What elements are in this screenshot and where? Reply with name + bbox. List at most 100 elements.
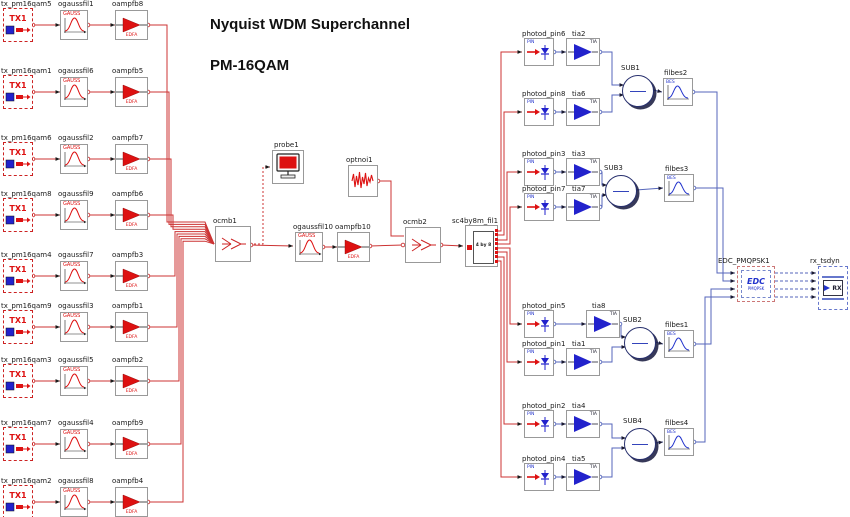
noise-source-block[interactable] bbox=[348, 165, 378, 197]
splitter-block[interactable]: 4 by 8 bbox=[465, 225, 498, 267]
amp-block[interactable]: EDFA bbox=[115, 200, 148, 230]
amp-block[interactable]: EDFA bbox=[337, 232, 370, 262]
amp-block[interactable]: EDFA bbox=[115, 144, 148, 174]
edc-block[interactable]: EDC PMQPSK bbox=[737, 266, 775, 302]
gauss-filter-block[interactable]: GAUSS bbox=[60, 77, 88, 107]
tia-block[interactable]: TIA bbox=[566, 193, 600, 221]
gauss-filter-block[interactable]: GAUSS bbox=[295, 232, 323, 262]
tx-text: TX1 bbox=[9, 203, 27, 213]
gauss-filter-block[interactable]: GAUSS bbox=[60, 487, 88, 517]
tia-block[interactable]: TIA bbox=[566, 348, 600, 376]
splitter-inner-text: 4 by 8 bbox=[475, 243, 492, 248]
gauss-filter-block[interactable]: GAUSS bbox=[60, 10, 88, 40]
amp-block[interactable]: EDFA bbox=[115, 487, 148, 517]
pin-photodiode-block[interactable]: PIN bbox=[524, 348, 554, 376]
combiner-block[interactable] bbox=[405, 227, 441, 263]
wire bbox=[55, 157, 60, 161]
tia-label: tia4 bbox=[572, 402, 586, 410]
wire bbox=[517, 50, 522, 54]
pin-photodiode-block[interactable]: PIN bbox=[524, 410, 554, 438]
title-line1: Nyquist WDM Superchannel bbox=[210, 16, 411, 33]
gauss-filter-icon bbox=[64, 319, 87, 336]
gauss-filter-block[interactable]: GAUSS bbox=[60, 429, 88, 459]
wire bbox=[730, 271, 735, 275]
combiner-block[interactable] bbox=[215, 226, 251, 262]
amp-block[interactable]: EDFA bbox=[115, 77, 148, 107]
wire bbox=[561, 170, 566, 174]
tia-text: TIA bbox=[589, 412, 597, 417]
pin-photodiode-block[interactable]: PIN bbox=[524, 38, 554, 66]
amp-block[interactable]: EDFA bbox=[115, 366, 148, 396]
tx-block[interactable]: TX1 bbox=[3, 427, 33, 461]
bessel-filter-block[interactable]: BES bbox=[664, 330, 694, 358]
tx-icon bbox=[5, 381, 31, 390]
bessel-filter-block[interactable]: BES bbox=[663, 78, 693, 106]
combiner-label: ocmb1 bbox=[213, 217, 237, 225]
wire bbox=[561, 205, 566, 209]
pin-photodiode-block[interactable]: PIN bbox=[524, 193, 554, 221]
gauss-filter-label: ogaussfil1 bbox=[58, 0, 94, 8]
subtractor-block[interactable] bbox=[624, 428, 656, 460]
pin-photodiode-block[interactable]: PIN bbox=[524, 310, 554, 338]
pin-photodiode-block[interactable]: PIN bbox=[524, 463, 554, 491]
amp-block[interactable]: EDFA bbox=[115, 10, 148, 40]
tx-block[interactable]: TX1 bbox=[3, 259, 33, 293]
amp-block[interactable]: EDFA bbox=[115, 261, 148, 291]
subtractor-block[interactable] bbox=[605, 175, 637, 207]
bessel-filter-label: filbes4 bbox=[665, 419, 689, 427]
tx-block[interactable]: TX1 bbox=[3, 142, 33, 176]
bessel-filter-block[interactable]: BES bbox=[664, 428, 694, 456]
wire bbox=[497, 171, 522, 241]
wire bbox=[811, 295, 816, 299]
tx-block[interactable]: TX1 bbox=[3, 485, 33, 517]
amp-label: oampfb6 bbox=[112, 190, 144, 198]
tx-icon bbox=[5, 159, 31, 168]
gauss-filter-block[interactable]: GAUSS bbox=[60, 366, 88, 396]
tia-block[interactable]: TIA bbox=[566, 158, 600, 186]
gauss-filter-block[interactable]: GAUSS bbox=[60, 261, 88, 291]
tia-block[interactable]: TIA bbox=[566, 410, 600, 438]
tia-block[interactable]: TIA bbox=[586, 310, 620, 338]
gauss-filter-block[interactable]: GAUSS bbox=[60, 200, 88, 230]
gauss-filter-label: ogaussfil4 bbox=[58, 419, 94, 427]
gauss-filter-label: ogaussfil6 bbox=[58, 67, 94, 75]
tia-block[interactable]: TIA bbox=[566, 38, 600, 66]
tx-text: TX1 bbox=[9, 147, 27, 157]
tx-text: TX1 bbox=[9, 432, 27, 442]
pin-photodiode-block[interactable]: PIN bbox=[524, 98, 554, 126]
subtractor-block[interactable] bbox=[624, 327, 656, 359]
gauss-filter-block[interactable]: GAUSS bbox=[60, 144, 88, 174]
wire bbox=[694, 187, 735, 282]
amplifier-icon bbox=[116, 494, 147, 510]
tia-block[interactable]: TIA bbox=[566, 98, 600, 126]
bessel-text: BES bbox=[666, 80, 675, 85]
wire bbox=[110, 213, 115, 217]
tia-text: TIA bbox=[589, 465, 597, 470]
bessel-filter-block[interactable]: BES bbox=[664, 174, 694, 202]
wire bbox=[148, 233, 215, 328]
tx-block[interactable]: TX1 bbox=[3, 75, 33, 109]
gauss-filter-block[interactable]: GAUSS bbox=[60, 312, 88, 342]
subtractor-block[interactable] bbox=[622, 75, 654, 107]
tx-block-label: tx_pm16qam6 bbox=[1, 134, 52, 142]
amp-label: oampfb9 bbox=[112, 419, 144, 427]
rx-block[interactable]: RX bbox=[818, 266, 848, 310]
pin-photodiode-block[interactable]: PIN bbox=[524, 158, 554, 186]
tx-block[interactable]: TX1 bbox=[3, 8, 33, 42]
tia-block[interactable]: TIA bbox=[566, 463, 600, 491]
pin-text: PIN bbox=[527, 195, 535, 200]
tx-block[interactable]: TX1 bbox=[3, 364, 33, 398]
tx-block[interactable]: TX1 bbox=[3, 198, 33, 232]
tia-text: TIA bbox=[589, 350, 597, 355]
wire bbox=[561, 422, 566, 426]
amp-block[interactable]: EDFA bbox=[115, 429, 148, 459]
gauss-filter-label: ogaussfil3 bbox=[58, 302, 94, 310]
rx-text-row bbox=[822, 298, 844, 300]
amplifier-icon bbox=[116, 151, 147, 167]
wire bbox=[621, 436, 626, 440]
amp-block[interactable]: EDFA bbox=[115, 312, 148, 342]
tia-amp-icon bbox=[568, 199, 598, 215]
gauss-text: GAUSS bbox=[63, 201, 81, 207]
tx-block[interactable]: TX1 bbox=[3, 310, 33, 344]
probe-block[interactable] bbox=[272, 150, 304, 184]
